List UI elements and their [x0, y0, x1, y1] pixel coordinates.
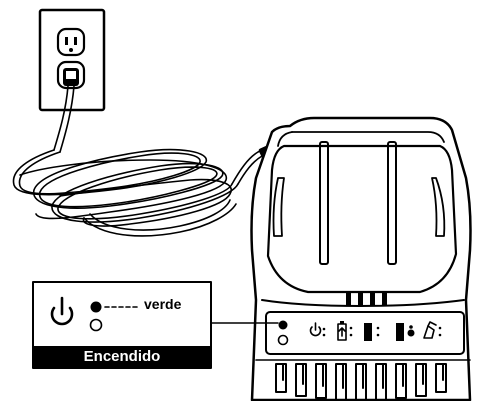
callout-led-on: [90, 301, 102, 313]
status-caption: Encendido: [33, 346, 211, 368]
battery-temperature-icon: [396, 323, 415, 341]
fault-icon: [423, 321, 442, 339]
battery-full-icon: [364, 323, 380, 341]
charger-led-pair: [277, 320, 289, 346]
charger-body: [250, 116, 472, 401]
battery-charging-icon: [337, 321, 353, 341]
plug-icon: [63, 68, 79, 86]
power-cord: [12, 85, 276, 237]
wall-outlet-icon: [38, 8, 106, 112]
callout-led-off: [89, 318, 103, 332]
callout-power-icon: [50, 296, 74, 326]
led-color-label: verde: [144, 296, 182, 312]
power-icon: [309, 322, 326, 337]
